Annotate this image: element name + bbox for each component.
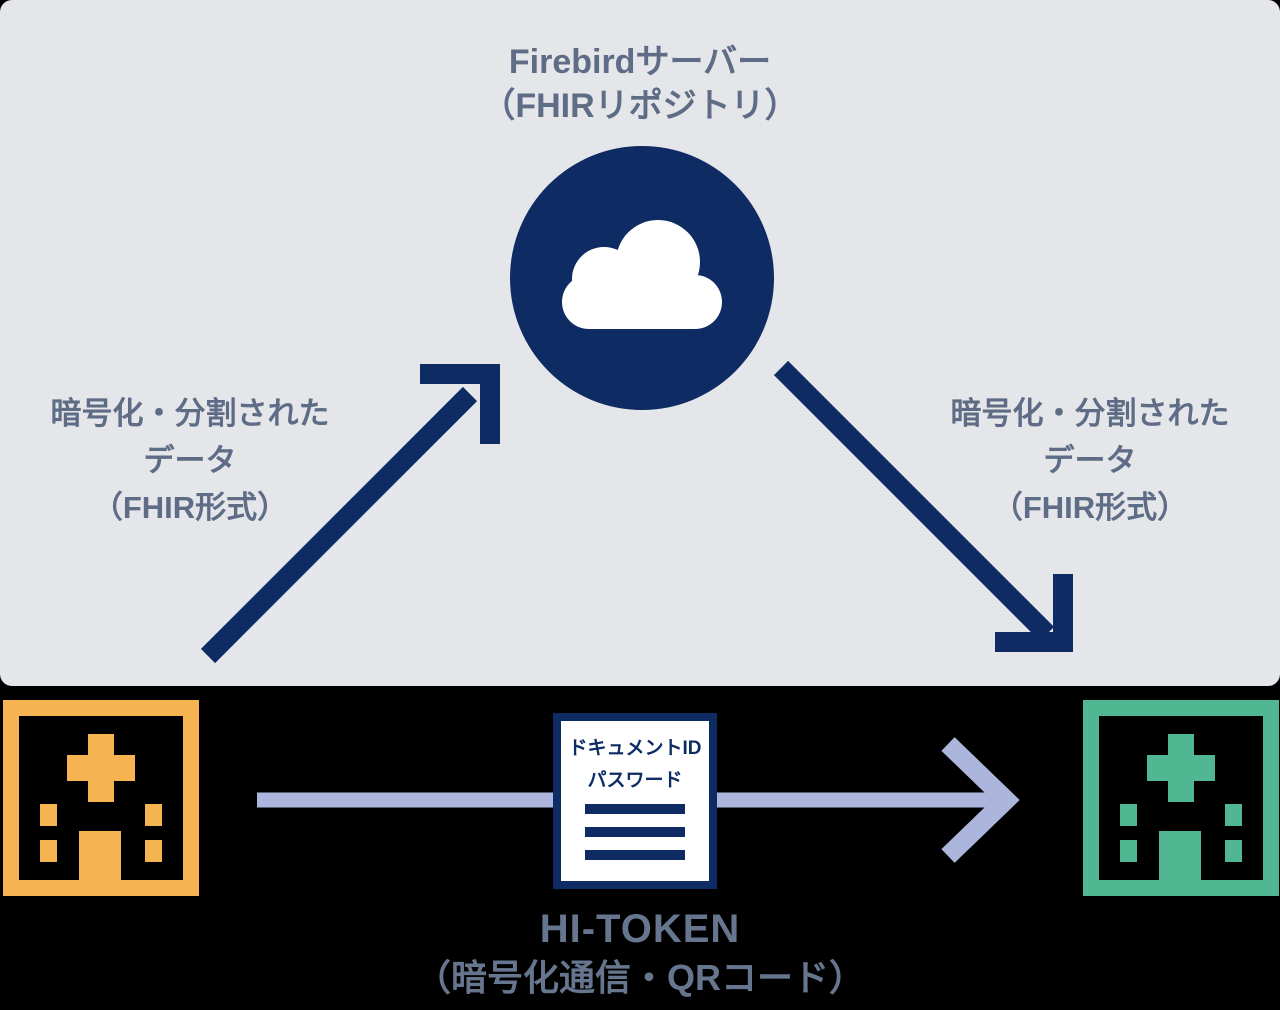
- text-line-bar: [585, 804, 685, 814]
- text-line-bar: [585, 850, 685, 860]
- arrow-up-right-icon: [200, 364, 500, 664]
- download-data-label: 暗号化・分割された データ （FHIR形式）: [920, 390, 1260, 531]
- hospital-a-icon: [3, 700, 199, 896]
- server-title: Firebirdサーバー （FHIRリポジトリ）: [0, 40, 1280, 128]
- token-card-text-lines: [561, 804, 709, 860]
- server-title-line2: （FHIRリポジトリ）: [481, 87, 799, 125]
- token-card-password-label: パスワード: [587, 770, 683, 791]
- upload-data-label-line3: （FHIR形式）: [91, 490, 289, 525]
- hospital-building-icon: [3, 700, 199, 896]
- download-data-label-line1: 暗号化・分割された: [950, 396, 1230, 431]
- token-name: HI-TOKEN: [539, 907, 741, 951]
- server-cloud-badge: [510, 146, 774, 410]
- arrow-down-right-icon: [773, 360, 1073, 652]
- token-label: HI-TOKEN （暗号化通信・QRコード）: [0, 906, 1280, 1000]
- server-title-line1: Firebirdサーバー: [508, 43, 772, 81]
- token-card: ドキュメントID パスワード: [553, 713, 717, 889]
- token-subtitle: （暗号化通信・QRコード）: [414, 957, 865, 998]
- hospital-building-icon: [1083, 700, 1279, 896]
- token-card-document-id-label: ドキュメントID: [568, 738, 702, 759]
- upload-data-label-line2: データ: [143, 443, 237, 478]
- hospital-b-icon: [1083, 700, 1279, 896]
- upload-data-label: 暗号化・分割された データ （FHIR形式）: [20, 390, 360, 531]
- cloud-icon: [562, 219, 722, 329]
- download-data-label-line2: データ: [1043, 443, 1137, 478]
- text-line-bar: [585, 827, 685, 837]
- download-data-label-line3: （FHIR形式）: [991, 490, 1189, 525]
- upload-data-label-line1: 暗号化・分割された: [50, 396, 330, 431]
